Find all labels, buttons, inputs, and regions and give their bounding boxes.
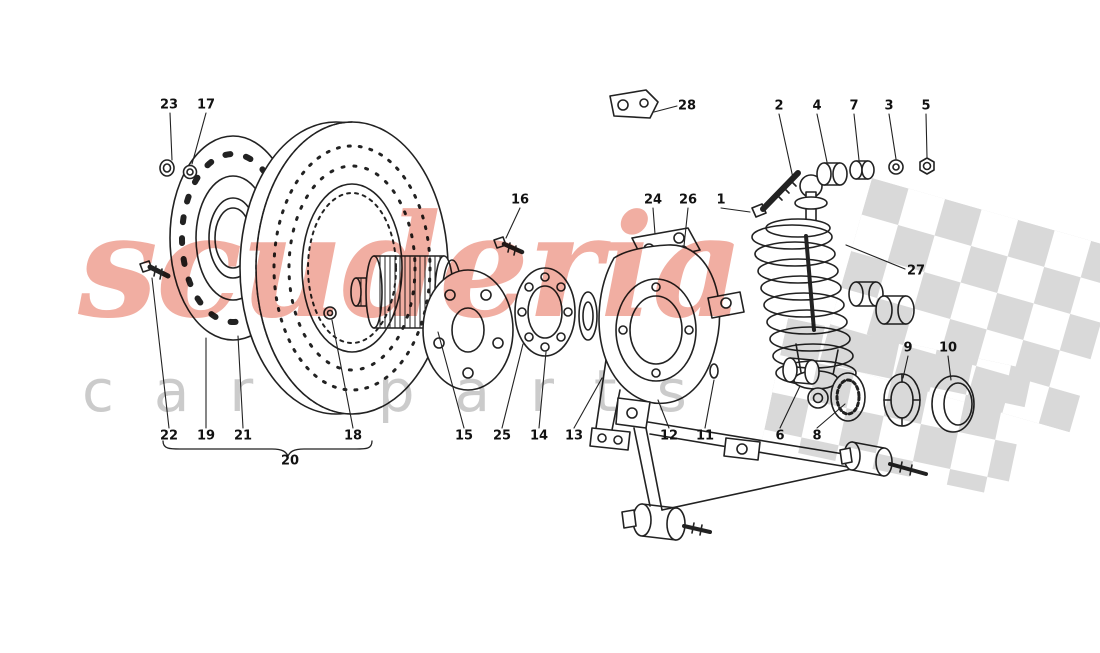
ring-nut-9: [884, 374, 920, 426]
washer-3: [889, 160, 903, 174]
brake-disc: [240, 122, 448, 414]
bushing-4: [817, 163, 847, 185]
shock-absorber: [752, 173, 856, 408]
lower-wishbone: [622, 422, 926, 540]
dust-cap-10: [932, 376, 974, 432]
mount-bushings: [849, 282, 914, 324]
nut-5: [920, 158, 934, 174]
suspension-knuckle: [590, 228, 744, 450]
coil-spring: [752, 225, 856, 385]
bolt-22: [140, 261, 168, 279]
bushing-7: [850, 161, 874, 179]
seal-ring-8: [831, 373, 865, 421]
bolt-16: [494, 237, 522, 255]
wheel-bearing: [515, 268, 597, 356]
group-brace-20: [163, 441, 372, 456]
bracket-28: [610, 90, 658, 118]
nut-23: [160, 160, 174, 176]
washer-17: [184, 166, 197, 179]
